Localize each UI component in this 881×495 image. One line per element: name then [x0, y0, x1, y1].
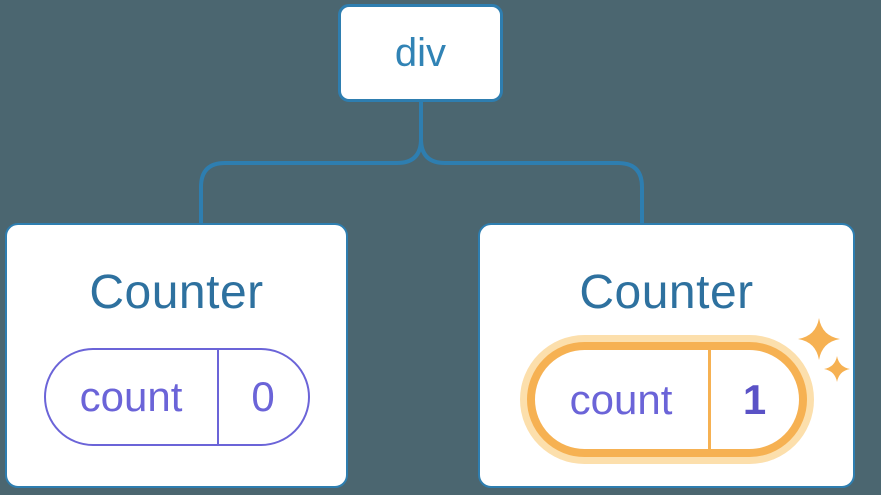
connector-left-branch — [199, 102, 423, 223]
counter-card-right: Counter count 1 — [478, 223, 855, 488]
component-title: Counter — [89, 266, 264, 319]
connector-right-branch — [419, 102, 644, 223]
state-key-label: count — [569, 375, 673, 423]
state-pill-highlighted: count 1 — [526, 342, 807, 457]
state-value: 0 — [216, 350, 308, 444]
state-value: 1 — [707, 350, 799, 449]
component-title: Counter — [579, 266, 754, 319]
state-pill: count 0 — [43, 348, 310, 446]
root-node-div: div — [338, 4, 503, 102]
sparkles-icon — [798, 318, 850, 382]
state-key-label: count — [79, 373, 183, 420]
counter-card-left: Counter count 0 — [5, 223, 348, 488]
root-node-label: div — [394, 30, 447, 75]
